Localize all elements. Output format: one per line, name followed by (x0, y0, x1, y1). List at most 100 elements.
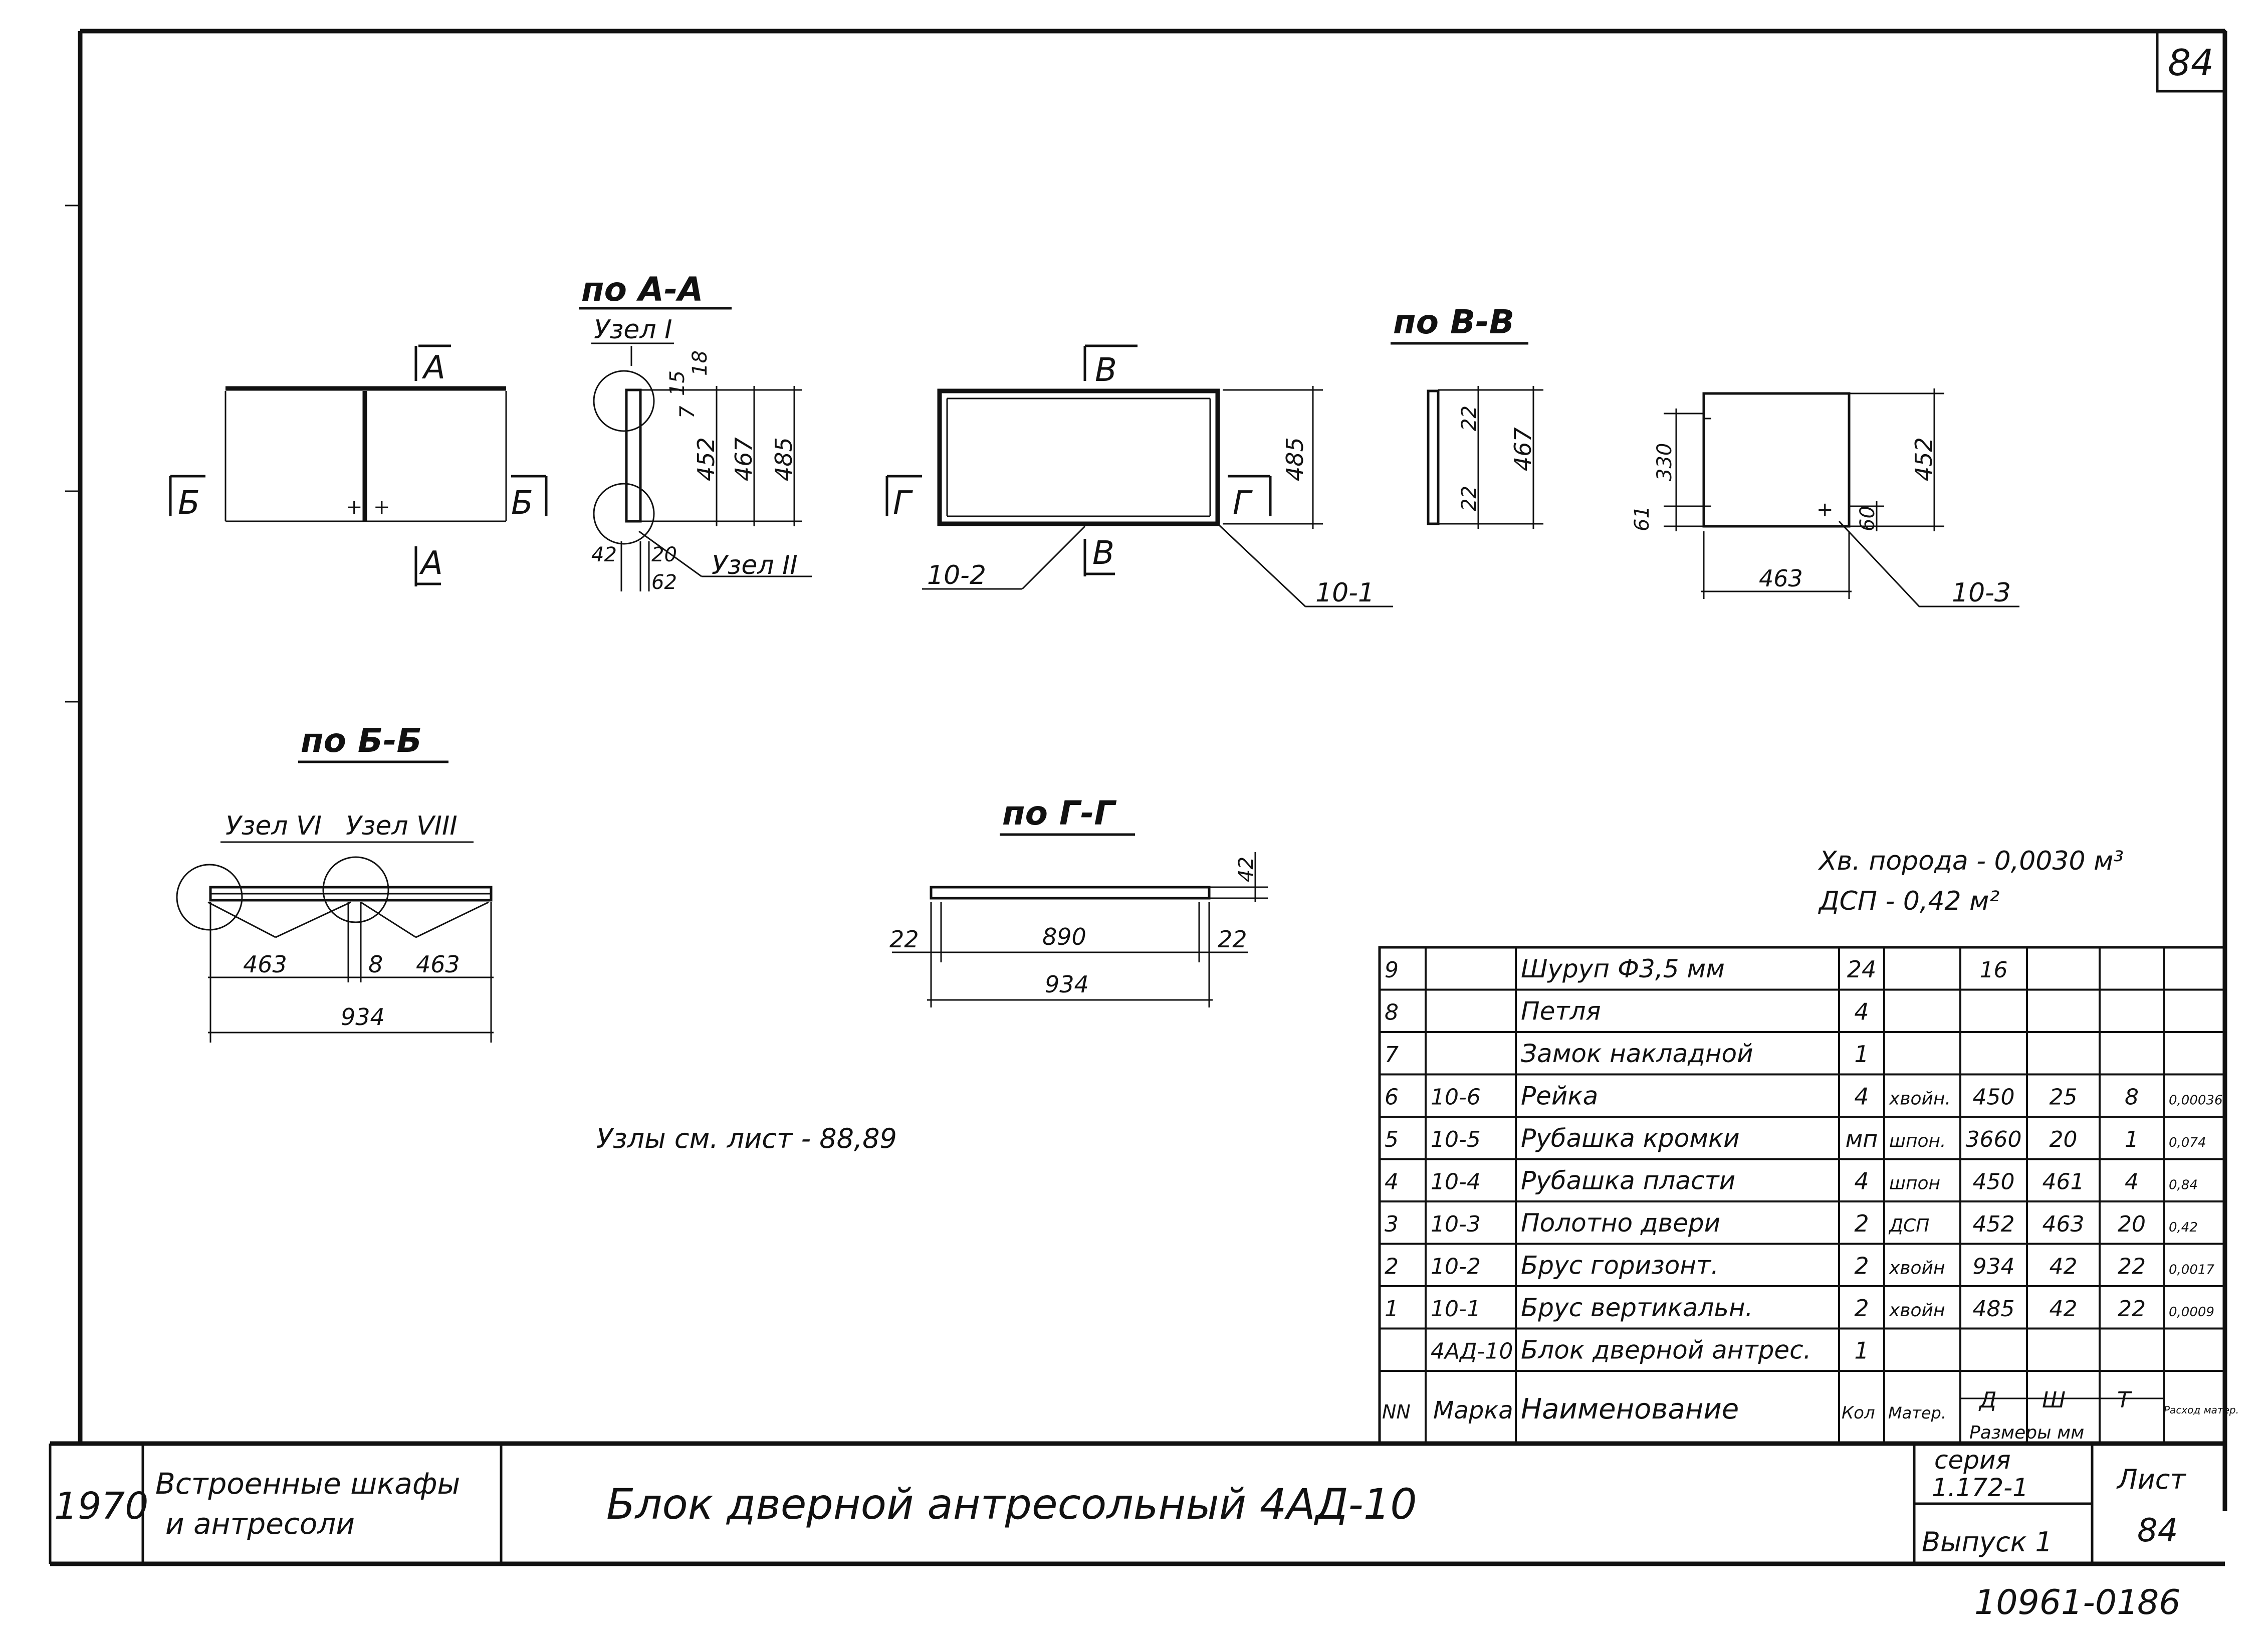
dim-aa-18: 18 (689, 350, 712, 376)
node-1-label: Узел I (594, 315, 672, 345)
svg-text:+: + (1817, 498, 1834, 521)
material-wood: Хв. порода - 0,0030 м³ (1818, 846, 2124, 876)
spec-cell: 10-6 (1431, 1085, 1481, 1110)
archive-reference-page: 86 (2137, 1583, 2181, 1622)
cut-v-bottom-label: В (1092, 535, 1114, 572)
section-gg: по Г-Г 42 22 890 22 934 (889, 794, 1268, 1007)
dim-aa-20: 20 (651, 543, 677, 566)
title-block: 1970 Встроенные шкафы и антресоли Блок д… (49, 1444, 2186, 1564)
dim-aa-467: 467 (730, 437, 757, 481)
dim-panel-463: 463 (1759, 565, 1803, 592)
section-aa: по A-A Узел I 15 18 7 452 467 485 42 20 … (579, 270, 812, 594)
dim-bb-463-left: 463 (243, 951, 287, 978)
part-10-3: 10-3 (1952, 578, 2011, 608)
header-mark: Марка (1433, 1396, 1513, 1424)
spec-cell: 22 (2118, 1254, 2146, 1280)
dim-gg-22-right: 22 (1218, 926, 1247, 953)
spec-cell: Рубашка пласти (1521, 1166, 1735, 1195)
sheet-label: Лист (2116, 1464, 2186, 1495)
material-chipboard: ДСП - 0,42 м² (1818, 886, 1999, 916)
dim-gg-890: 890 (1042, 923, 1086, 950)
spec-cell: 3660 (1966, 1127, 2022, 1152)
frame-height: 485 (1281, 437, 1308, 481)
dim-gg-22-left: 22 (889, 926, 919, 953)
spec-cell: 22 (2118, 1296, 2146, 1322)
section-vv: по В-В 22 467 22 (1391, 303, 1543, 529)
section-bb-title: по Б-Б (301, 721, 422, 760)
cut-a-top-label: A (421, 349, 445, 386)
spec-cell: 4 (1854, 1168, 1869, 1195)
dim-aa-15: 15 (666, 370, 689, 396)
spec-cell: 450 (1973, 1169, 2015, 1195)
node-6-label: Узел VI (225, 811, 322, 841)
nodes-reference-note: Узлы см. лист - 88,89 (596, 1123, 897, 1154)
category-line-2: и антресоли (165, 1507, 355, 1541)
part-10-1: 10-1 (1315, 578, 1375, 608)
spec-cell: Брус горизонт. (1521, 1251, 1719, 1280)
spec-cell: 20 (2050, 1127, 2078, 1152)
spec-cell: 4 (1854, 1083, 1869, 1110)
spec-cell: Рейка (1521, 1082, 1598, 1111)
spec-cell: 0,00036 (2169, 1093, 2223, 1108)
section-bb: по Б-Б Узел VI Узел VIII 463 8 463 934 (176, 721, 494, 1043)
header-t: Т (2117, 1387, 2132, 1413)
spec-cell: 10-3 (1431, 1211, 1481, 1237)
spec-cell: 24 (1847, 956, 1877, 983)
spec-cell: 934 (1973, 1254, 2015, 1280)
spec-cell: 4 (1854, 998, 1869, 1026)
spec-cell: 1 (2125, 1127, 2139, 1152)
series-label: серия (1934, 1446, 2011, 1475)
spec-cell: 450 (1973, 1085, 2015, 1110)
spec-cell: 2 (1385, 1254, 1399, 1280)
spec-cell: 10-5 (1431, 1127, 1481, 1152)
dim-aa-7: 7 (676, 405, 699, 419)
spec-cell: Петля (1521, 997, 1601, 1026)
svg-text:+: + (373, 496, 390, 519)
spec-cell: 2 (1854, 1253, 1869, 1280)
spec-cell: 452 (1973, 1211, 2015, 1237)
drawing-title: Блок дверной антресольный 4АД-10 (606, 1480, 1417, 1529)
header-consumption: Расход матер. (2164, 1404, 2239, 1416)
cut-g-left-label: Г (893, 485, 913, 522)
spec-cell: 42 (2050, 1296, 2078, 1322)
spec-cell: 4 (2125, 1169, 2139, 1195)
spec-cell: хвойн (1889, 1258, 1945, 1279)
spec-cell: 463 (2043, 1211, 2085, 1237)
corner-number-box: 84 (2156, 30, 2226, 93)
issue: Выпуск 1 (1922, 1526, 2053, 1558)
part-10-2: 10-2 (927, 560, 986, 590)
spec-cell: 0,074 (2169, 1135, 2206, 1150)
cut-a-bottom-label: A (419, 545, 443, 582)
spec-cell: 6 (1385, 1085, 1399, 1110)
spec-cell: хвойн (1889, 1300, 1945, 1321)
cut-b-right-label: Б (511, 485, 533, 522)
spec-cell: 0,42 (2169, 1220, 2198, 1235)
spec-cell: 10-1 (1431, 1296, 1481, 1322)
dim-bb-934: 934 (341, 1003, 385, 1031)
frame-view: В В Г Г 485 10-2 10-1 (885, 344, 1393, 608)
header-sizes: Размеры мм (1969, 1422, 2084, 1443)
spec-cell: Блок дверной антрес. (1521, 1336, 1811, 1365)
spec-cell: Шуруп Ф3,5 мм (1521, 954, 1725, 983)
spec-table-grid (1380, 947, 2225, 1444)
spec-cell: шпон (1889, 1173, 1940, 1194)
dim-vv-22-top: 22 (1458, 405, 1481, 431)
spec-cell: 7 (1385, 1042, 1399, 1068)
spec-cell: Брус вертикальн. (1521, 1293, 1753, 1322)
header-qty: Кол (1842, 1403, 1875, 1423)
svg-text:+: + (346, 496, 363, 519)
section-aa-title: по A-A (581, 270, 703, 309)
spec-cell: 485 (1973, 1296, 2015, 1322)
spec-cell: шпон. (1889, 1131, 1946, 1151)
header-d: Д (1978, 1387, 1996, 1413)
spec-cell: 3 (1385, 1211, 1399, 1237)
spec-cell: Полотно двери (1521, 1208, 1720, 1238)
dim-bb-463-right: 463 (416, 951, 460, 978)
spec-cell: 1 (1854, 1337, 1869, 1364)
corner-number: 84 (2168, 42, 2214, 84)
spec-cell: 4АД-10 (1431, 1339, 1513, 1364)
spec-cell: 1 (1854, 1041, 1869, 1068)
header-name: Наименование (1521, 1393, 1739, 1426)
